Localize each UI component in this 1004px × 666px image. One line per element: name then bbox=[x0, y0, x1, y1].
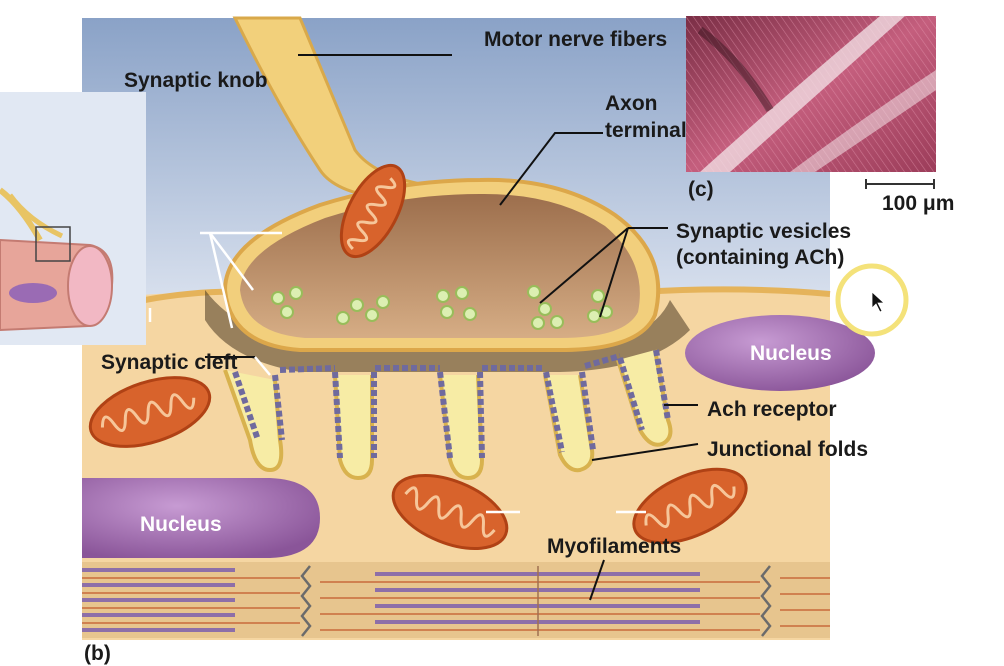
scale-bar bbox=[865, 179, 935, 189]
muscle-mitochondrion-1 bbox=[88, 376, 212, 448]
label-synaptic-cleft: Synaptic cleft bbox=[101, 351, 238, 374]
label-synaptic-knob: Synaptic knob bbox=[124, 69, 268, 92]
mouse-pointer-icon bbox=[871, 291, 886, 313]
muscle-mitochondrion-3 bbox=[632, 467, 748, 545]
cursor-highlight bbox=[835, 263, 909, 337]
label-panel-c: (c) bbox=[688, 178, 714, 201]
muscle-mitochondrion-2 bbox=[391, 474, 509, 550]
inset-overview-panel bbox=[0, 92, 146, 345]
label-axon-terminal: Axon terminal bbox=[605, 90, 687, 145]
label-scale-bar: 100 μm bbox=[882, 192, 955, 215]
nucleus-right-shape bbox=[685, 315, 875, 391]
label-axon-terminal-line2: terminal bbox=[605, 119, 687, 143]
sarcolemma bbox=[639, 286, 831, 297]
label-ach-receptor: Ach receptor bbox=[707, 398, 837, 421]
terminal-mitochondrion bbox=[339, 163, 407, 259]
label-axon-terminal-line1: Axon bbox=[605, 92, 658, 115]
leader-lines bbox=[205, 54, 699, 601]
ach-receptors bbox=[232, 349, 671, 459]
label-nucleus-right: Nucleus bbox=[750, 342, 832, 365]
label-nucleus-left: Nucleus bbox=[140, 513, 222, 536]
junctional-folds bbox=[223, 349, 673, 481]
label-myofilaments: Myofilaments bbox=[547, 535, 682, 558]
label-junctional-folds: Junctional folds bbox=[707, 438, 869, 461]
nucleus-left-shape bbox=[82, 478, 320, 558]
label-motor-nerve-fibers: Motor nerve fibers bbox=[484, 28, 668, 51]
label-synaptic-vesicles: Synaptic vesicles (containing ACh) bbox=[676, 219, 851, 270]
micrograph-panel-c bbox=[686, 16, 936, 172]
myofilaments bbox=[82, 562, 830, 638]
label-synaptic-vesicles-line2: (containing ACh) bbox=[676, 245, 845, 269]
label-panel-b: (b) bbox=[84, 642, 111, 665]
label-synaptic-vesicles-line1: Synaptic vesicles bbox=[676, 220, 852, 243]
synaptic-vesicles bbox=[271, 285, 613, 330]
